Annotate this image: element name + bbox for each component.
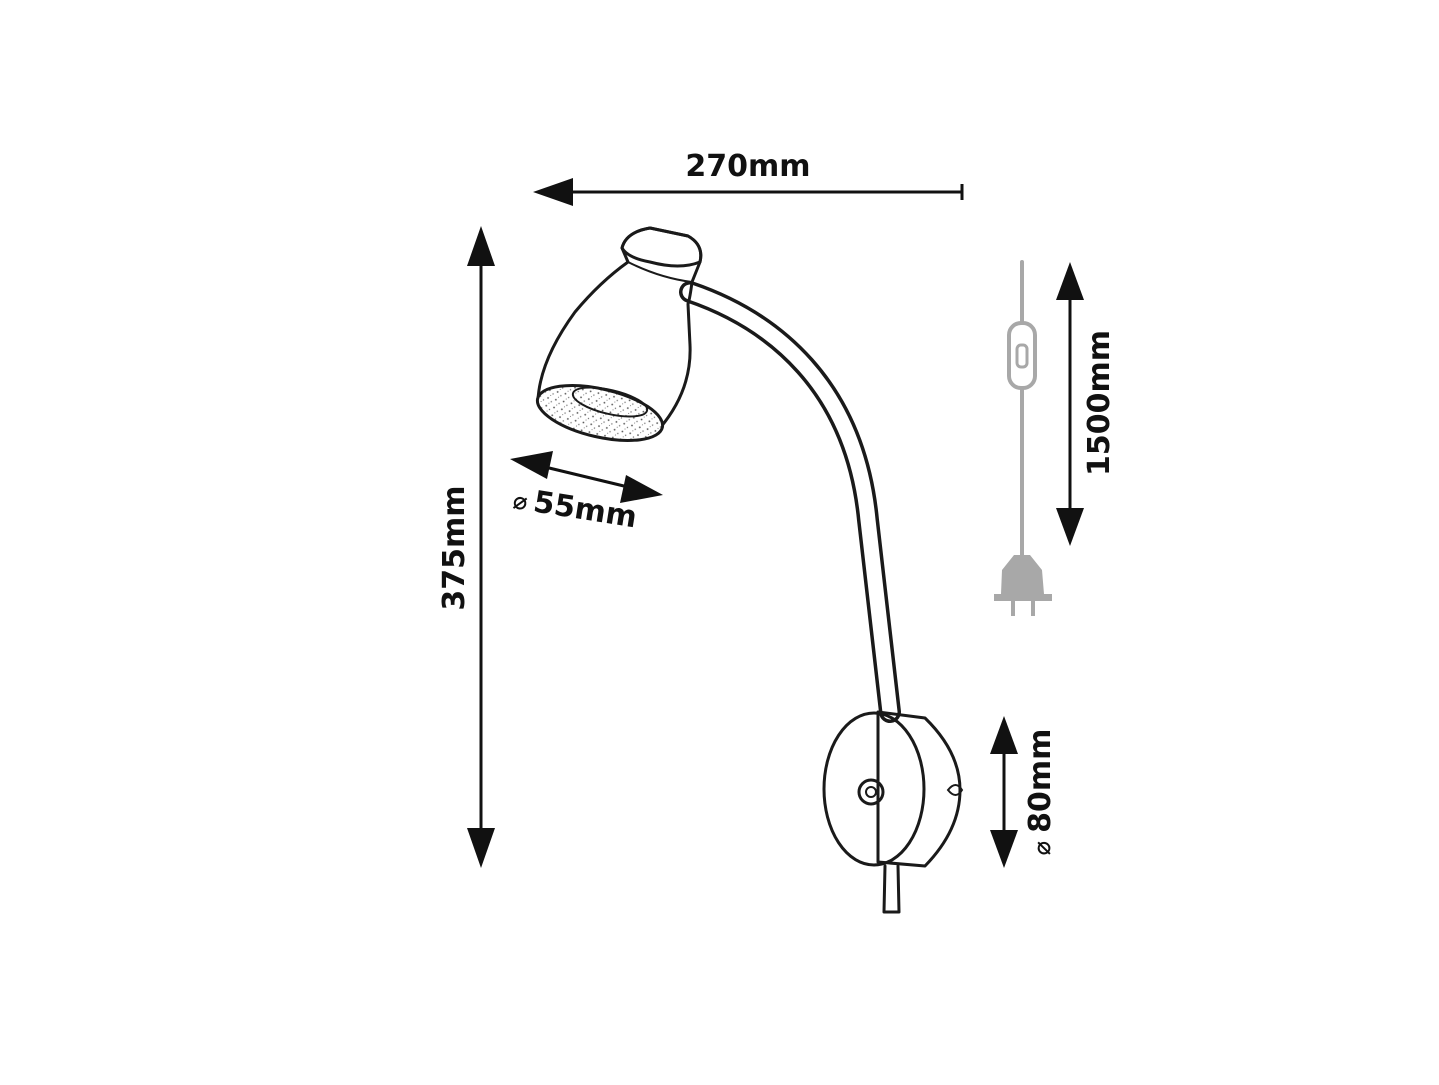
height-label: 375mm — [437, 485, 472, 610]
plug-body — [994, 555, 1052, 601]
base-arrowhead-top — [990, 716, 1018, 754]
cable-arrowhead-bottom — [1056, 508, 1084, 546]
shade-arrowhead-left — [510, 451, 553, 479]
cable-illustration — [994, 260, 1052, 616]
height-arrowhead-bottom — [467, 828, 495, 868]
inline-switch-button — [1015, 343, 1029, 369]
wall-base-switch-knob — [857, 778, 885, 806]
height-dimension: 375mm — [437, 226, 495, 868]
base-diameter-value: 80mm — [1023, 729, 1058, 833]
base-diameter-dimension: ⌀ 80mm — [990, 716, 1058, 868]
cable-length-dimension: 1500mm — [1056, 262, 1117, 546]
lamp-head — [535, 226, 703, 442]
lamp-illustration — [535, 226, 964, 914]
base-diameter-label: ⌀ 80mm — [1023, 729, 1058, 856]
width-dimension: 270mm — [533, 149, 964, 206]
shade-diameter-line — [544, 465, 629, 489]
shade-diameter-dimension: ⌀55mm — [510, 451, 663, 535]
width-label: 270mm — [685, 149, 810, 184]
wall-base-switch-center — [865, 786, 877, 798]
cable-arrowhead-top — [1056, 262, 1084, 300]
base-arrowhead-bottom — [990, 830, 1018, 868]
wall-base — [822, 710, 964, 914]
shade-diameter-symbol: ⌀ — [511, 486, 530, 516]
lamp-cap — [620, 226, 703, 268]
lamp-shade-opening — [535, 384, 665, 442]
shade-arrowhead-right — [620, 475, 663, 503]
plug-pin-right — [1031, 601, 1035, 616]
cable-length-label: 1500mm — [1082, 330, 1117, 476]
wall-base-side — [876, 710, 962, 868]
wall-base-screw-slot — [946, 784, 964, 796]
shade-diameter-label: ⌀55mm — [511, 481, 640, 535]
wall-base-face — [822, 711, 926, 867]
plug-pin-left — [1011, 601, 1015, 616]
width-arrowhead-left — [533, 178, 573, 206]
gooseneck-arm-fill — [682, 284, 898, 720]
lamp-cap-ring — [627, 261, 693, 283]
height-arrowhead-top — [467, 226, 495, 266]
lamp-bulb-reflector — [571, 386, 649, 418]
wall-base-cable-exit — [882, 864, 901, 914]
base-diameter-symbol: ⌀ — [1028, 841, 1056, 855]
